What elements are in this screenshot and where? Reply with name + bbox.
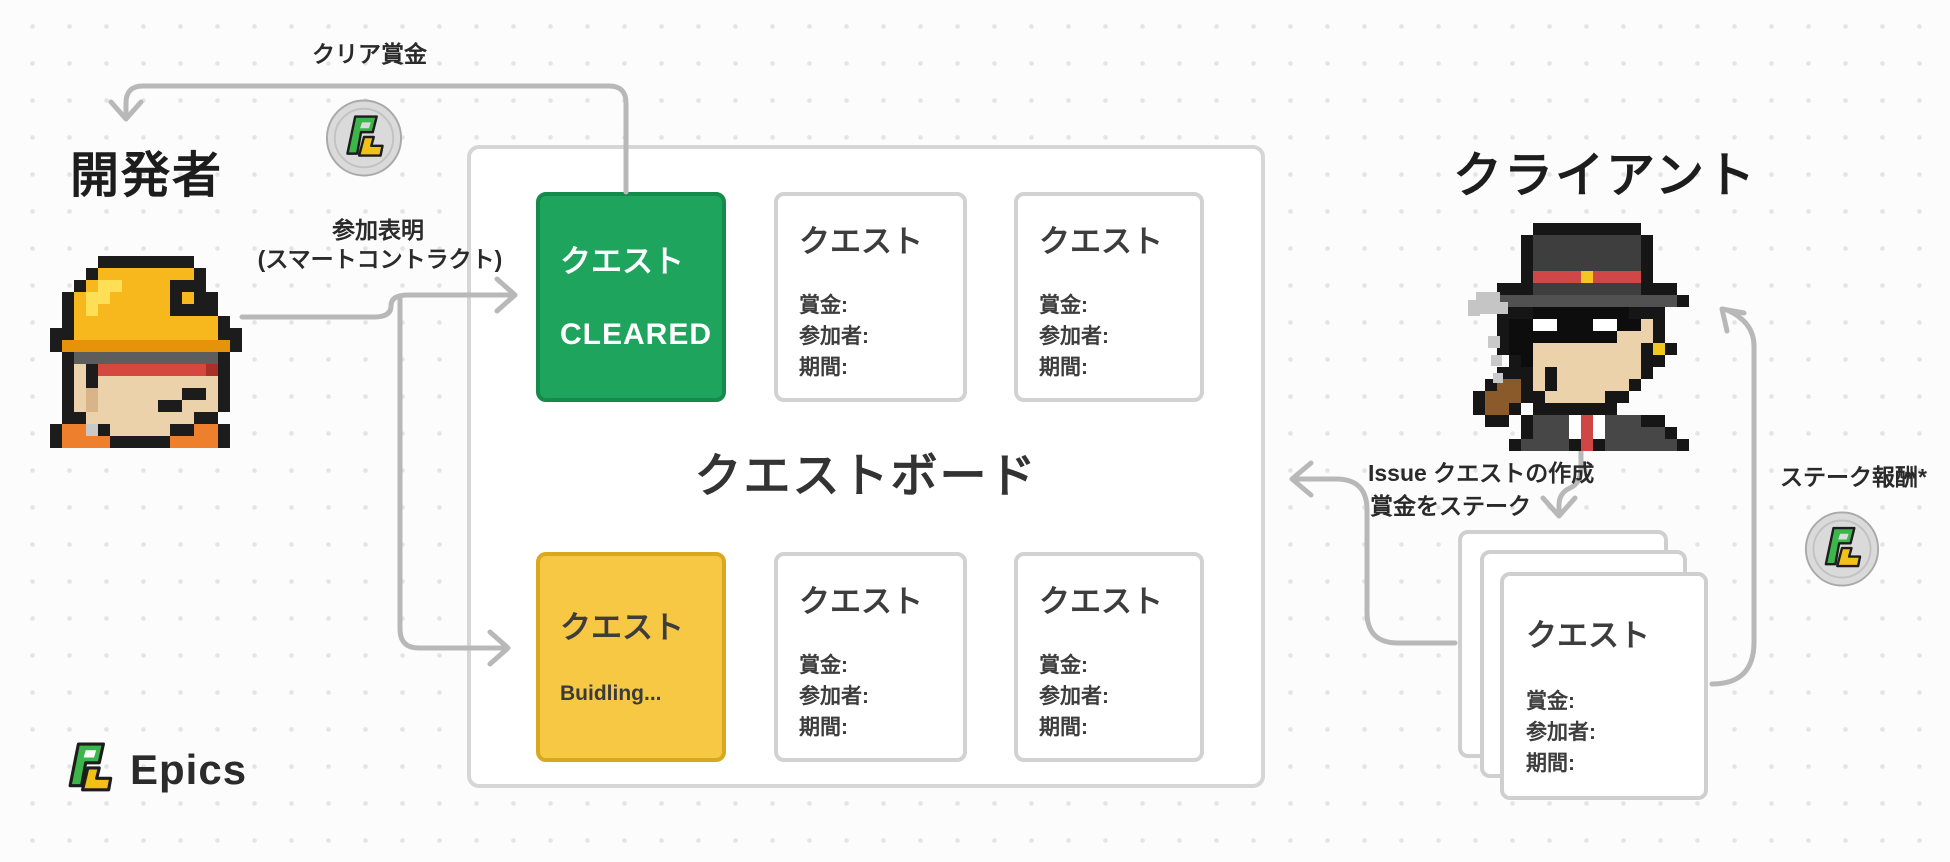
arrow-participation-building xyxy=(397,296,511,667)
arrow-client-create xyxy=(1540,448,1584,519)
field-period: 期間: xyxy=(1039,356,1088,379)
quest-card-fields: 賞金: 参加者: 期間: xyxy=(1526,686,1596,779)
client-title: クライアント xyxy=(1453,149,1758,203)
quest-card-building: クエスト Buidling... xyxy=(536,552,726,762)
pipe-smoke-icon xyxy=(1468,292,1508,383)
quest-card-title: クエスト xyxy=(1039,584,1163,619)
field-period: 期間: xyxy=(1039,716,1088,739)
quest-card-fields: 賞金: 参加者: 期間: xyxy=(1039,650,1109,743)
label-issue-line1: Issue クエストの作成 xyxy=(1368,460,1595,486)
arrowhead-right-icon xyxy=(487,629,511,667)
field-period: 期間: xyxy=(1526,752,1575,775)
field-reward: 賞金: xyxy=(1039,654,1088,677)
label-participation-line1: 参加表明 xyxy=(332,217,424,243)
field-participants: 参加者: xyxy=(799,325,869,348)
arrowhead-right-icon xyxy=(494,276,518,314)
quest-card-status-cleared: CLEARED xyxy=(560,318,713,351)
quest-card-fields: 賞金: 参加者: 期間: xyxy=(799,290,869,383)
field-reward: 賞金: xyxy=(1039,294,1088,317)
token-coin-icon xyxy=(1804,511,1880,592)
quest-card-fields: 賞金: 参加者: 期間: xyxy=(799,650,869,743)
quest-card-cleared: クエスト CLEARED xyxy=(536,192,726,402)
quest-card-title: クエスト xyxy=(1526,618,1650,653)
field-period: 期間: xyxy=(799,356,848,379)
label-clear-reward: クリア賞金 xyxy=(312,41,427,67)
arrowhead-down-icon xyxy=(108,99,144,122)
token-coin-icon xyxy=(325,99,403,182)
quest-card-title: クエスト xyxy=(560,610,684,645)
field-participants: 参加者: xyxy=(1039,325,1109,348)
developer-title: 開発者 xyxy=(70,149,224,203)
arrowhead-left-icon xyxy=(1289,460,1314,498)
label-issue-line2: 賞金をステーク xyxy=(1370,493,1531,519)
epics-logo-icon xyxy=(68,742,120,798)
arrow-issue-quest xyxy=(1289,460,1458,646)
quest-card-fields: 賞金: 参加者: 期間: xyxy=(1039,290,1109,383)
client-pixel-avatar-icon xyxy=(1473,223,1689,451)
arrowhead-upleft-icon xyxy=(1719,306,1747,334)
quest-card-title: クエスト xyxy=(1039,224,1163,259)
field-participants: 参加者: xyxy=(1039,685,1109,708)
quest-card-status-building: Buidling... xyxy=(560,682,662,705)
arrowhead-down-icon xyxy=(1540,495,1578,519)
quest-card-open: クエスト 賞金: 参加者: 期間: xyxy=(774,552,967,762)
field-reward: 賞金: xyxy=(799,654,848,677)
label-participation-line2: (スマートコントラクト) xyxy=(257,246,503,272)
field-participants: 参加者: xyxy=(1526,721,1596,744)
field-participants: 参加者: xyxy=(799,685,869,708)
arrow-participation xyxy=(239,276,518,320)
epics-logo-text: Epics xyxy=(130,746,248,793)
quest-card-open: クエスト 賞金: 参加者: 期間: xyxy=(1014,552,1204,762)
quest-card-open: クエスト 賞金: 参加者: 期間: xyxy=(1014,192,1204,402)
quest-board-title: クエストボード xyxy=(694,449,1038,502)
quest-card-title: クエスト xyxy=(799,584,923,619)
arrow-stake-reward xyxy=(1709,306,1757,687)
field-reward: 賞金: xyxy=(1526,690,1575,713)
quest-card-title: クエスト xyxy=(560,244,684,279)
quest-card-title: クエスト xyxy=(799,224,923,259)
quest-card-open: クエスト 賞金: 参加者: 期間: xyxy=(774,192,967,402)
developer-pixel-avatar-icon xyxy=(50,256,242,448)
arrow-clear-reward xyxy=(108,83,629,195)
stacked-quest-card-front: クエスト 賞金: 参加者: 期間: xyxy=(1500,572,1708,800)
quest-board: クエスト CLEARED クエスト 賞金: 参加者: 期間: クエスト 賞金: … xyxy=(467,145,1265,788)
field-reward: 賞金: xyxy=(799,294,848,317)
field-period: 期間: xyxy=(799,716,848,739)
label-stake-reward: ステーク報酬* xyxy=(1780,464,1927,490)
